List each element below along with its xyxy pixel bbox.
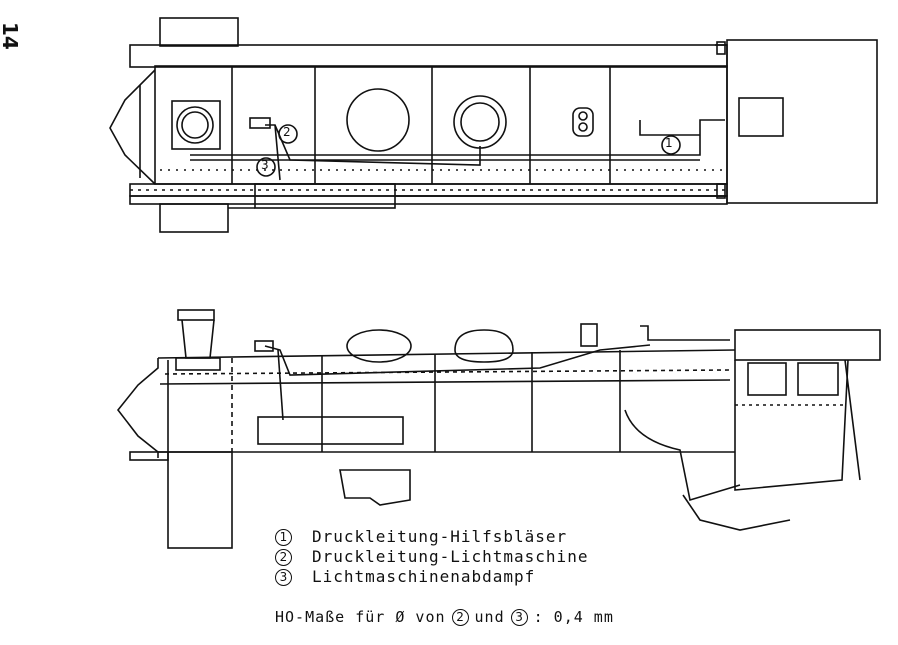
legend-number: 3 <box>275 568 292 586</box>
legend-item: 2 Druckleitung-Lichtmaschine <box>275 547 588 567</box>
note-number-b: 3 <box>510 608 528 626</box>
note-suffix: : 0,4 mm <box>533 608 614 626</box>
callout-1-label: 1 <box>665 136 673 150</box>
legend-number: 1 <box>275 528 292 546</box>
legend-text: Druckleitung-Lichtmaschine <box>312 547 589 566</box>
legend: 1 Druckleitung-Hilfsbläser 2 Druckleitun… <box>275 527 588 587</box>
top-view <box>109 17 878 233</box>
side-view <box>116 309 881 549</box>
legend-item: 1 Druckleitung-Hilfsbläser <box>275 527 588 547</box>
legend-text: Lichtmaschinenabdampf <box>312 567 536 586</box>
callout-2-label: 2 <box>283 125 291 139</box>
legend-text: Druckleitung-Hilfsbläser <box>312 527 568 546</box>
legend-item: 3 Lichtmaschinenabdampf <box>275 567 588 587</box>
callout-3-label: 3 <box>261 158 269 172</box>
note-number-a: 2 <box>451 608 469 626</box>
legend-number: 2 <box>275 548 292 566</box>
dimension-note: HO-Maße für Ø von 2 und 3 : 0,4 mm <box>275 608 614 626</box>
note-conj: und <box>474 608 505 626</box>
note-prefix: HO-Maße für Ø von <box>275 608 446 626</box>
